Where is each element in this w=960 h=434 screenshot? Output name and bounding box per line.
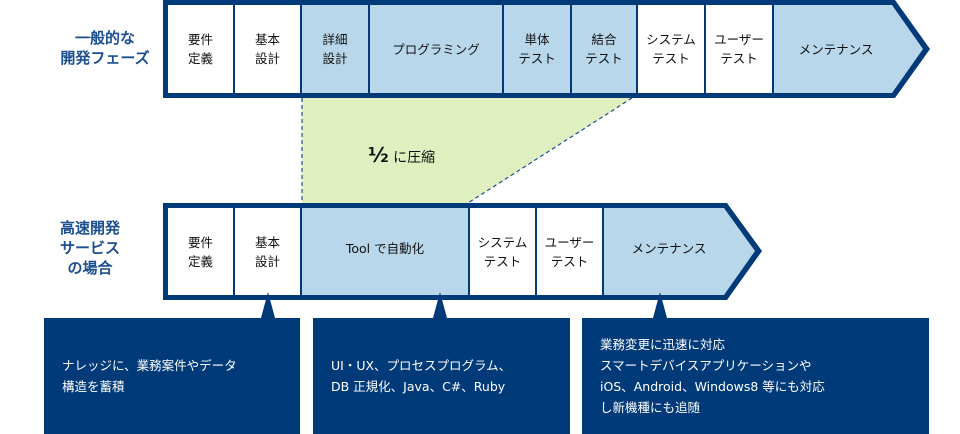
label-line: 一般的な — [74, 29, 135, 47]
fraction: ½ — [368, 143, 389, 167]
fast-phase-maintenance: メンテナンス — [631, 240, 707, 256]
label-line: 高速開発 — [59, 219, 120, 237]
compression-text: に圧縮 — [393, 150, 436, 166]
callout-line: スマートデバイスアプリケーションや — [600, 358, 812, 373]
general-phase-arrow — [163, 0, 930, 98]
fast-phase-basic-design: 基本 設計 — [254, 234, 280, 269]
callout-line: UI・UX、プロセスプログラム、 — [331, 358, 512, 373]
phase-maintenance: メンテナンス — [798, 41, 874, 57]
fast-phase-arrow — [163, 203, 762, 300]
phase-requirements: 要件 定義 — [187, 32, 213, 66]
dashed-guide-right — [467, 97, 633, 204]
label-line: の場合 — [67, 259, 113, 277]
fast-service-label: 高速開発 サービス の場合 — [40, 218, 140, 278]
fast-phase-requirements: 要件 定義 — [187, 234, 213, 269]
compression-area — [302, 98, 632, 203]
phase-integration-test: 結合 テスト — [585, 32, 623, 66]
callout-knowledge: ナレッジに、業務案件やデータ 構造を蓄積 — [62, 318, 297, 434]
callout-line: 構造を蓄積 — [62, 379, 125, 394]
compression-label: ½ に圧縮 — [368, 143, 435, 167]
fast-phase-system-test: システム テスト — [477, 234, 528, 269]
callout-line: iOS、Android、Windows8 等にも対応 — [600, 379, 825, 394]
fast-phase-user-test: ユーザー テスト — [544, 234, 595, 269]
callout-line: ナレッジに、業務案件やデータ — [62, 358, 237, 373]
fast-phase-tool-automation: Tool で自動化 — [345, 240, 425, 256]
label-line: サービス — [59, 239, 120, 257]
phase-programming: プログラミング — [392, 41, 480, 57]
phase-basic-design: 基本 設計 — [254, 32, 280, 66]
callout-line: DB 正規化、Java、C#、Ruby — [331, 379, 506, 394]
phase-detailed-design: 詳細 設計 — [322, 32, 348, 66]
callout-maintenance: 業務変更に迅速に対応 スマートデバイスアプリケーションや iOS、Android… — [600, 318, 925, 434]
callout-line: し新機種にも追随 — [600, 400, 701, 415]
phase-user-test: ユーザー テスト — [714, 32, 764, 66]
general-phase-label: 一般的な 開発フェーズ — [50, 28, 160, 68]
callout-line: 業務変更に迅速に対応 — [600, 337, 726, 352]
phase-system-test: システム テスト — [646, 32, 696, 66]
phase-unit-test: 単体 テスト — [518, 32, 556, 66]
callout-shapes — [44, 292, 929, 434]
label-line: 開発フェーズ — [60, 49, 150, 67]
callout-tools: UI・UX、プロセスプログラム、 DB 正規化、Java、C#、Ruby — [331, 318, 566, 434]
